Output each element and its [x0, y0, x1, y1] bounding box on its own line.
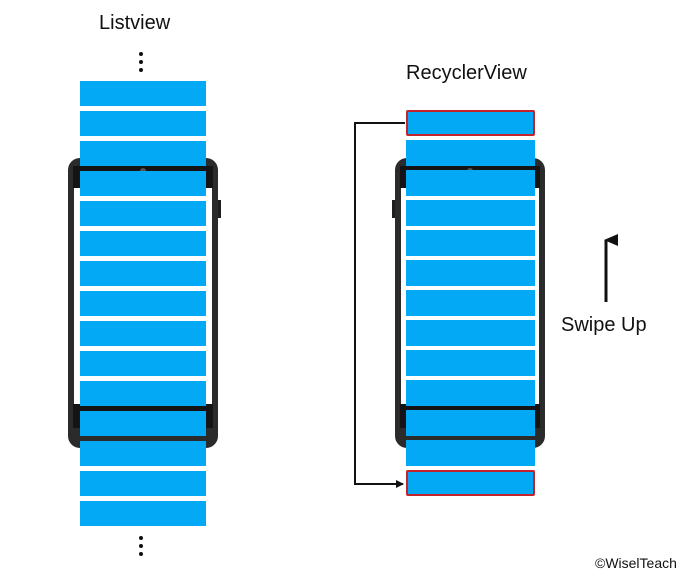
list-item — [406, 140, 535, 166]
list-item — [80, 81, 206, 106]
list-item — [80, 171, 206, 196]
list-item — [406, 350, 535, 376]
list-item — [406, 200, 535, 226]
list-item — [406, 320, 535, 346]
recyclerview-title: RecyclerView — [406, 62, 527, 84]
list-item — [406, 410, 535, 436]
list-item — [406, 290, 535, 316]
list-item — [406, 440, 535, 466]
list-item — [406, 260, 535, 286]
list-item — [406, 380, 535, 406]
list-item — [80, 231, 206, 256]
list-item — [80, 321, 206, 346]
list-item — [80, 471, 206, 496]
swipe-up-label: Swipe Up — [561, 314, 647, 336]
list-item — [80, 261, 206, 286]
listview-title: Listview — [99, 12, 171, 34]
list-item — [80, 141, 206, 166]
list-item — [406, 230, 535, 256]
list-item — [80, 111, 206, 136]
ellipsis-vertical-icon — [138, 52, 144, 76]
recycled-list-item — [406, 470, 535, 496]
credit-text: ©WiselTeach — [595, 555, 677, 571]
phone-side-button — [392, 200, 395, 218]
list-item — [80, 411, 206, 436]
phone-side-button — [218, 200, 221, 218]
list-item — [80, 351, 206, 376]
list-item — [80, 201, 206, 226]
list-item — [80, 501, 206, 526]
list-item — [406, 170, 535, 196]
ellipsis-vertical-icon — [138, 536, 144, 560]
list-item — [80, 441, 206, 466]
recycle-loop-connector — [354, 122, 405, 488]
list-item — [80, 291, 206, 316]
list-item — [80, 381, 206, 406]
recycled-list-item — [406, 110, 535, 136]
